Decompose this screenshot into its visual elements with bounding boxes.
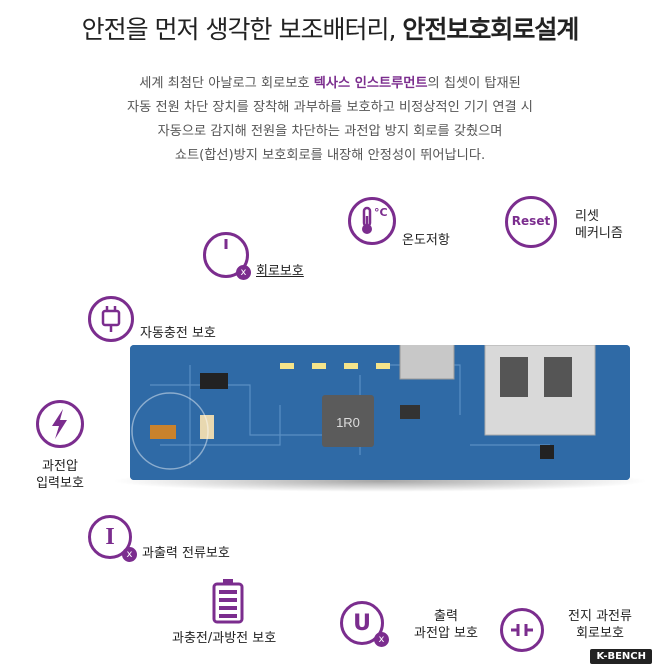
watermark-logo: K-BENCH [590,649,652,664]
badge-x-icon: x [122,547,137,562]
feature-charge-discharge-label: 과충전/과방전 보호 [172,631,277,646]
badge-x-icon: x [374,632,389,647]
feature-output-voltage-label: 출력 과전압 보호 [414,609,478,641]
plug-icon [88,296,134,342]
feature-temperature-label: 온도저항 [402,233,450,248]
feature-reset-label: 리셋 메커니즘 [575,209,623,241]
description: 세계 최첨단 아날로그 회로보호 텍사스 인스트루먼트의 칩셋이 탑재된 자동 … [127,76,533,163]
title-emphasis: 안전보호회로설계 [402,15,579,44]
current-icon: I [88,515,132,559]
reset-icon: Reset [505,196,557,248]
brand-highlight: 텍사스 인스트루먼트 [313,76,428,91]
feature-circuit-label: 회로보호 [256,264,304,279]
circuit-board-image: 1R0 [130,345,630,480]
battery-icon [212,579,244,624]
lightning-icon [36,400,84,448]
badge-x-icon: x [236,265,251,280]
feature-over-current-label: 과출력 전류보호 [142,546,230,561]
switch-icon [500,608,544,652]
feature-battery-current-label: 전지 과전류 회로보호 [568,609,632,641]
voltage-icon: U [340,601,384,645]
feature-auto-charge-label: 자동충전 보호 [140,326,216,341]
page-title: 안전을 먼저 생각한 보조배터리, 안전보호회로설계 [81,15,580,44]
thermometer-icon: °C [348,197,396,245]
feature-over-voltage-input-label: 과전압 입력보호 [36,459,84,491]
inductor-label: 1R0 [336,415,360,430]
